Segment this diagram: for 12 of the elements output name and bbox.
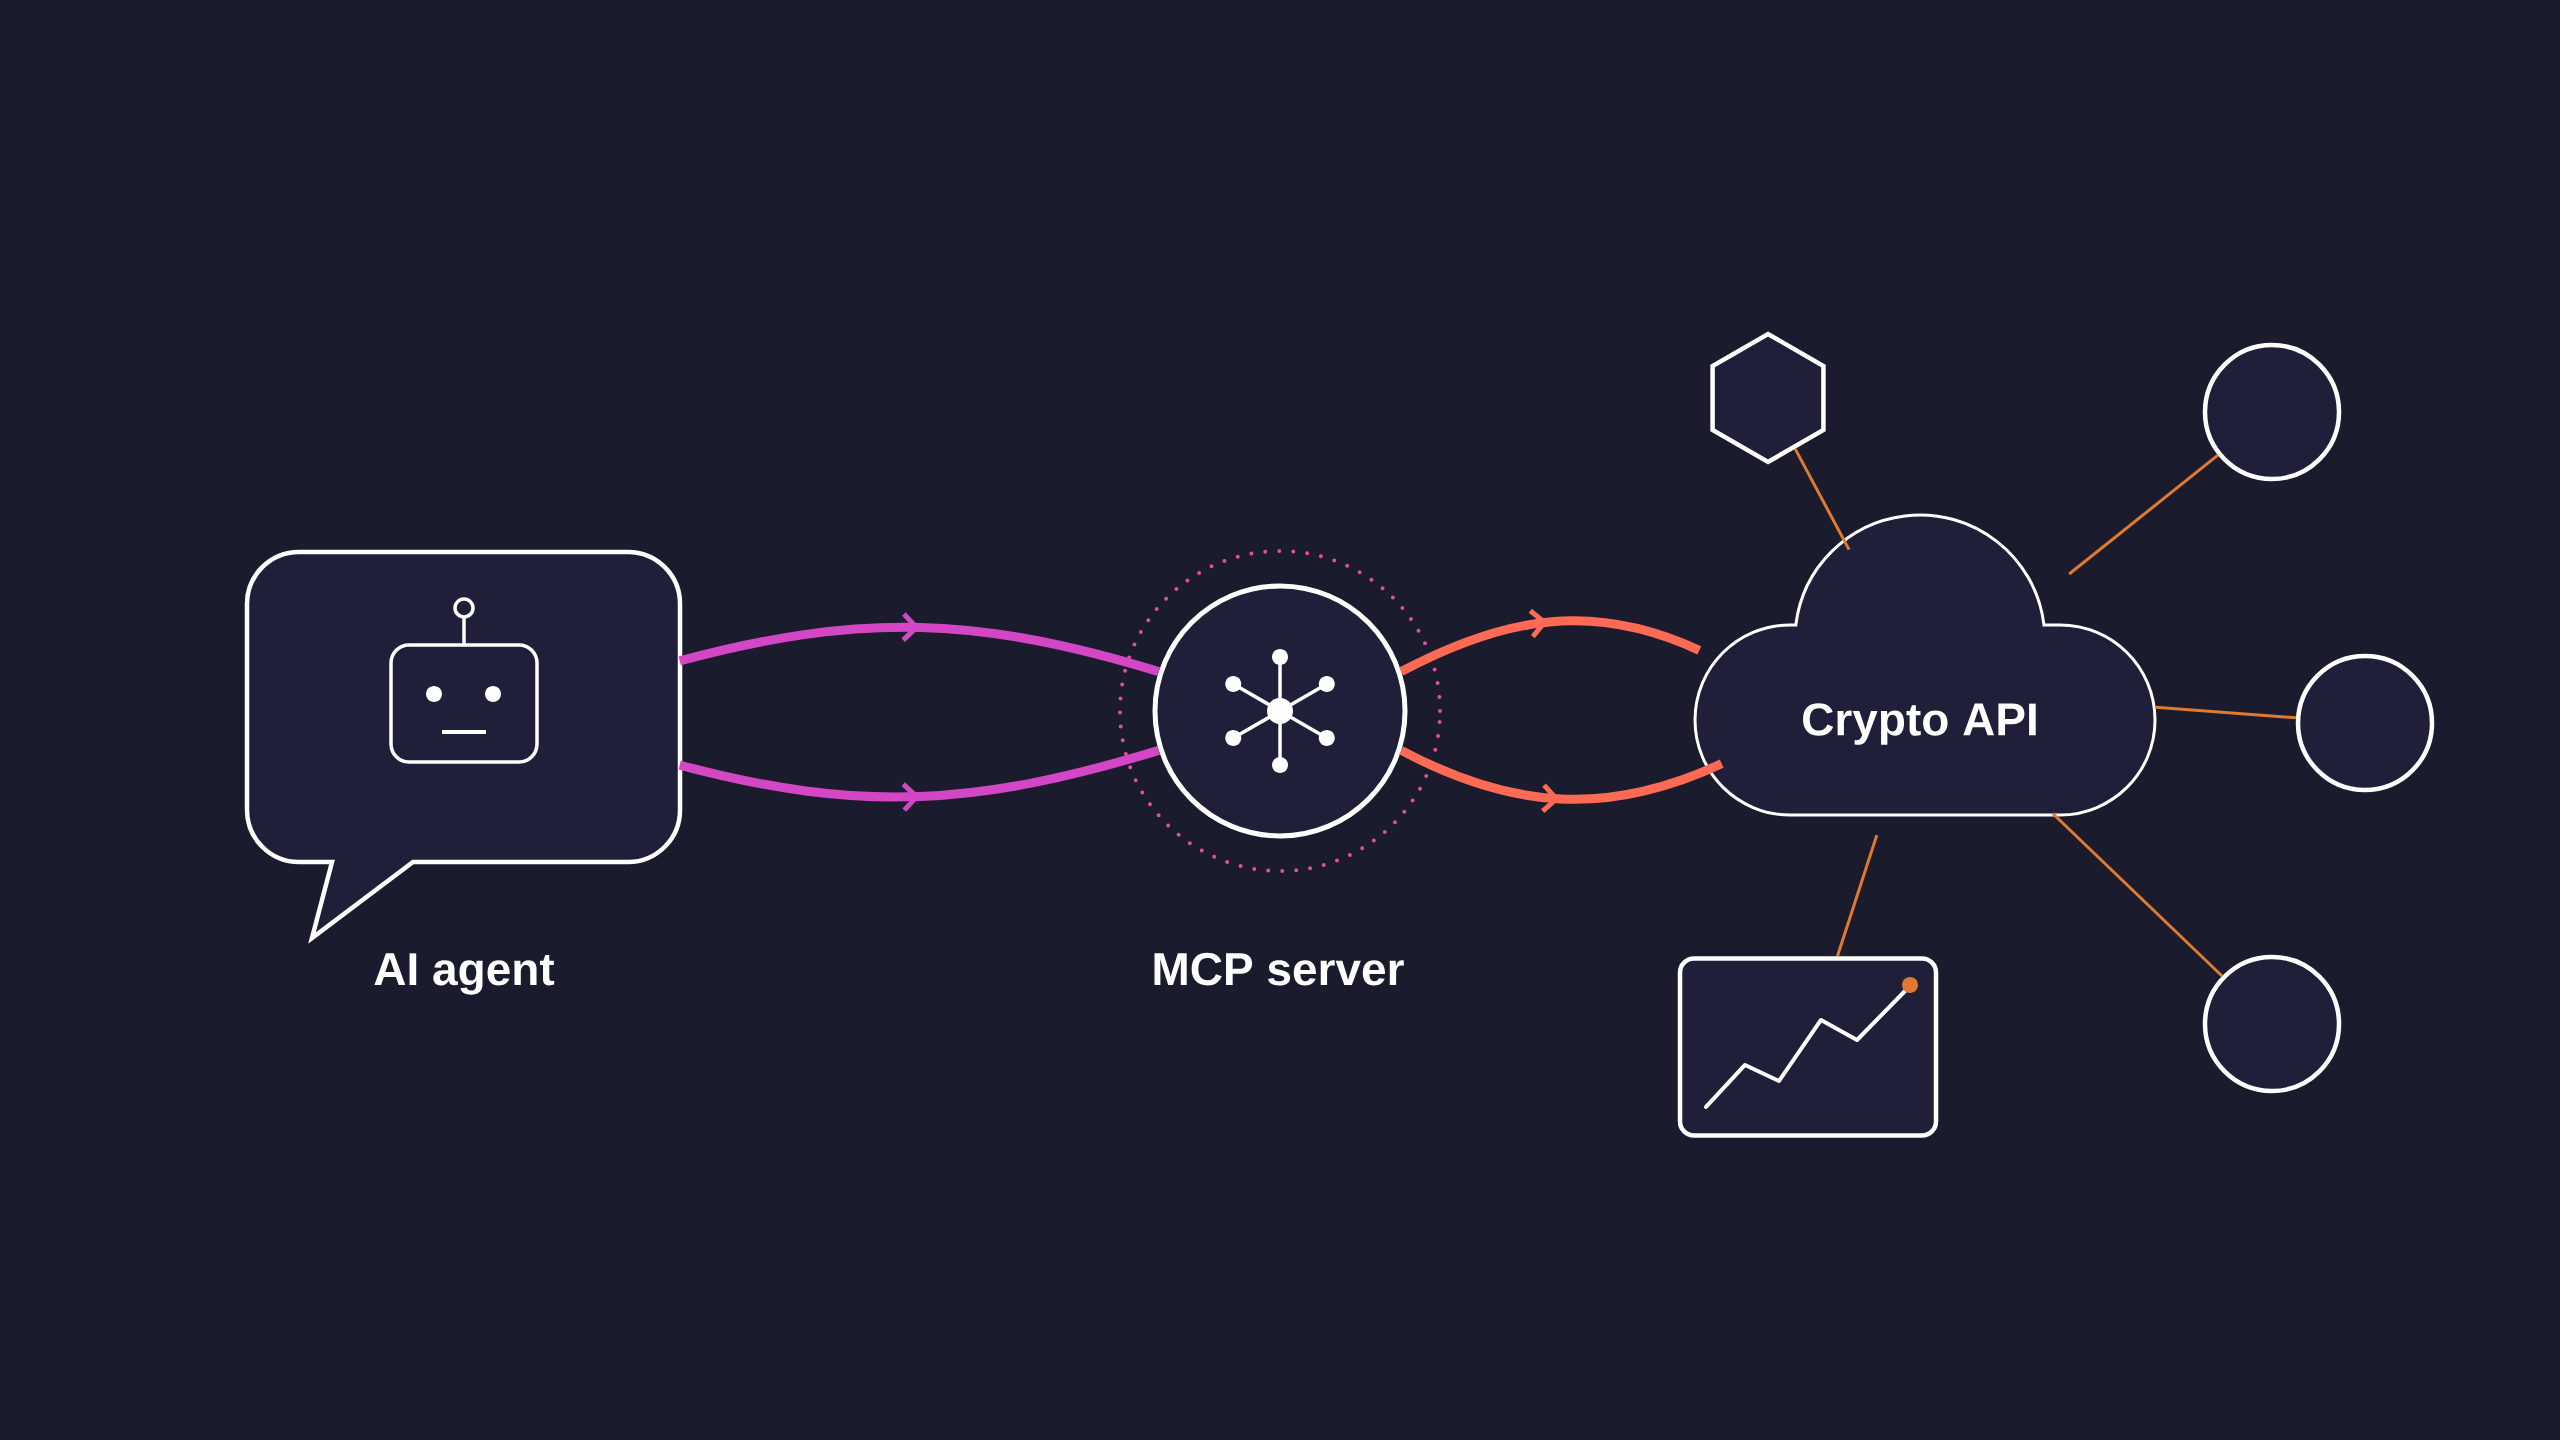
connector-line: [1793, 448, 1851, 551]
connector-line: [2068, 454, 2219, 576]
circle: [2295, 653, 2435, 793]
node-label: MCP server: [1154, 952, 1404, 986]
node-label: AI agent: [374, 953, 555, 995]
connector-line: [1836, 834, 1879, 957]
node-label: Crypto API: [1803, 703, 2036, 745]
circle: [2202, 954, 2342, 1094]
circle: [2202, 342, 2342, 482]
connector-line: [2155, 705, 2297, 720]
hexagon: [1710, 331, 1826, 465]
connector-line: [2051, 812, 2224, 978]
